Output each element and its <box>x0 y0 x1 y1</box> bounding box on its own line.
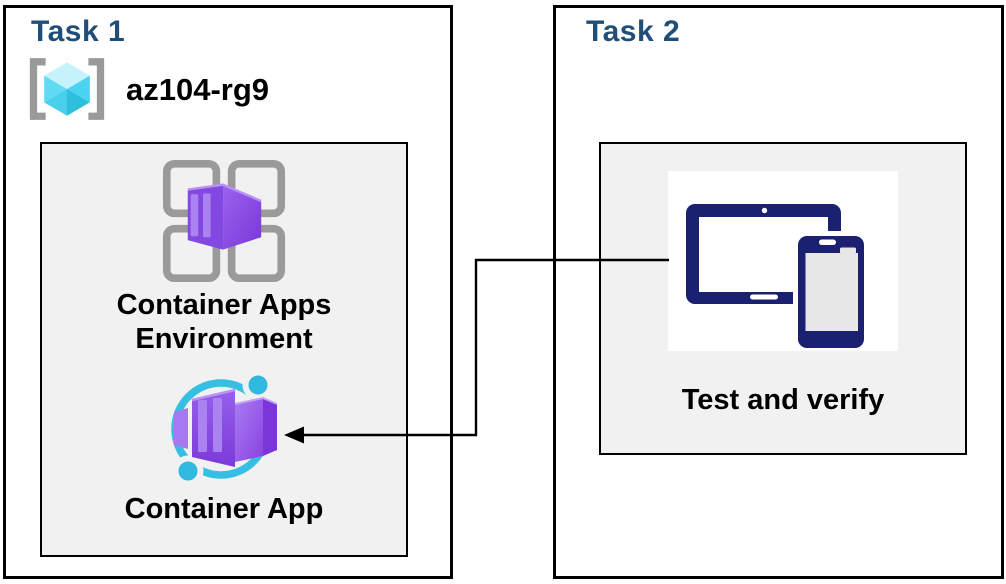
task2-title: Task 2 <box>586 15 681 48</box>
container-apps-environment-icon <box>162 159 286 283</box>
resource-group-icon <box>29 58 105 120</box>
task1-title: Task 1 <box>31 15 126 48</box>
node-container-apps-environment: Container Apps Environment <box>59 159 389 356</box>
task1-panel: Task 1 az104-rg9 <box>3 5 453 579</box>
task1-container-box: Container Apps Environment <box>40 142 408 557</box>
test-and-verify-label: Test and verify <box>681 384 885 416</box>
devices-icon <box>686 204 869 352</box>
resource-group: az104-rg9 <box>26 56 269 124</box>
container-app-label: Container App <box>124 493 324 525</box>
task2-panel: Task 2 Test and verify <box>553 5 1004 579</box>
node-container-app: Container App <box>59 368 389 526</box>
container-app-icon <box>171 369 278 487</box>
task2-container-box: Test and verify <box>599 142 967 455</box>
resource-group-label: az104-rg9 <box>126 72 270 107</box>
devices-card <box>668 171 898 352</box>
container-apps-environment-label: Container Apps Environment <box>116 289 332 355</box>
